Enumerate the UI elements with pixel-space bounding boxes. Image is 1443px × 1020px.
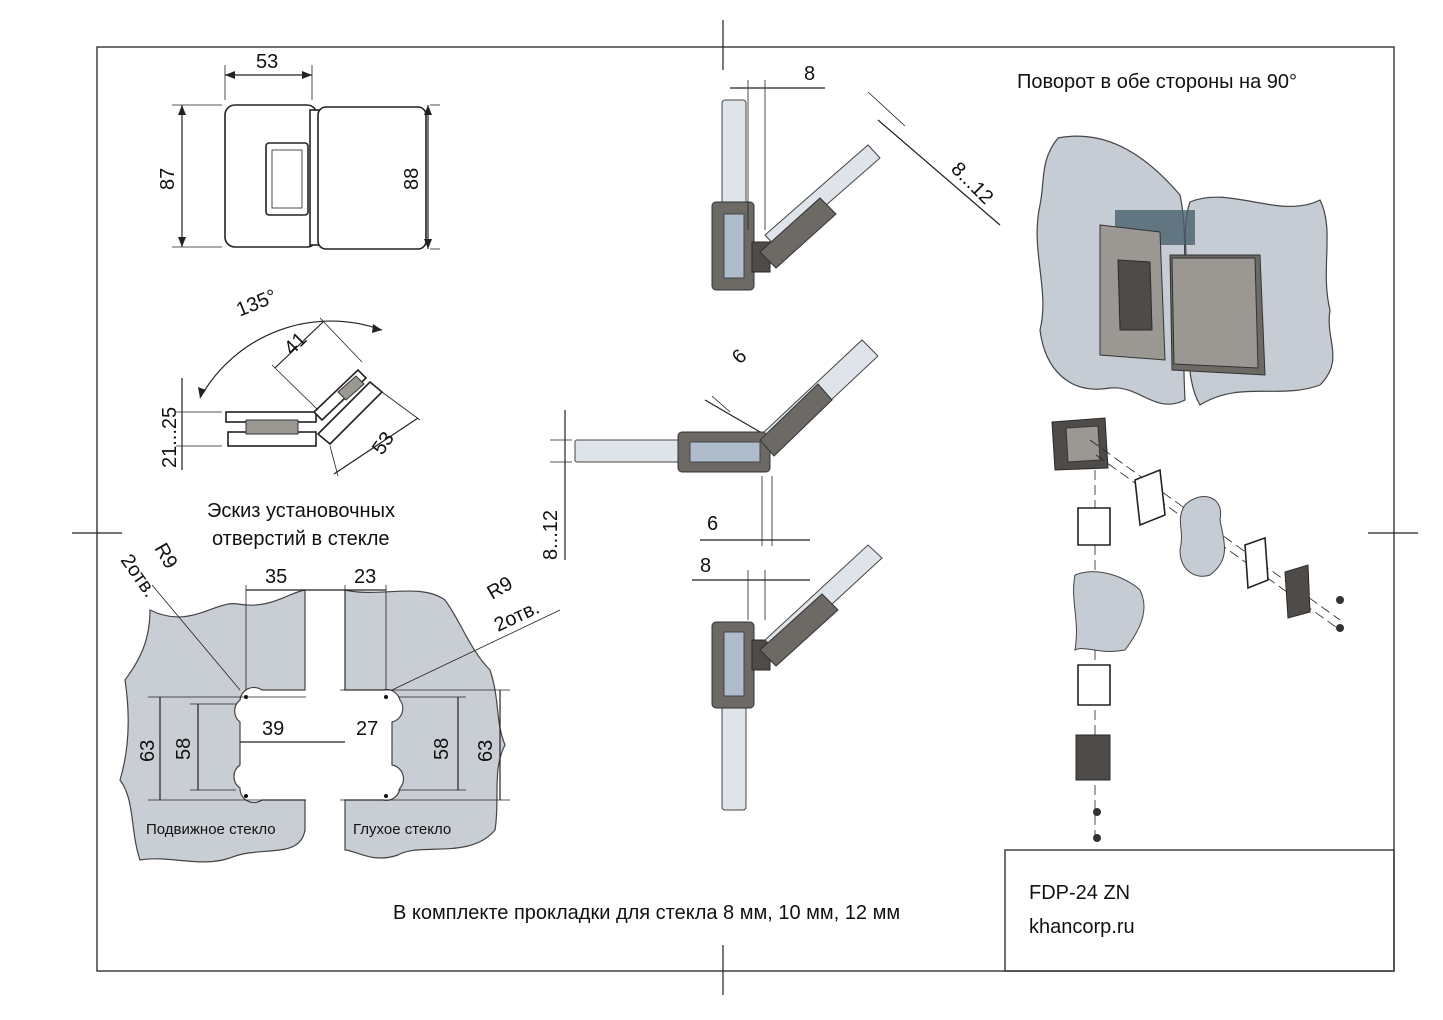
product-code: FDP-24 ZN [1029,882,1130,904]
rotation-note: Поворот в обе стороны на 90° [1017,71,1297,93]
left-caption: Подвижное стекло [146,821,276,838]
dim-left-offset: 35 [265,566,287,588]
dim-length-top: 41 [280,328,311,359]
side-view-bottom: 8 [692,544,883,811]
dim-top-gap: 8 [804,63,815,85]
title-block: FDP-24 ZN khancorp.ru [1004,849,1395,972]
sketch-title-line2: отверстий в стекле [212,528,390,550]
dim-right-holes: 58 [431,738,453,760]
dim-angle: 135° [233,285,280,321]
side-view-middle: 6 6 8...12 [540,339,879,560]
dim-left-outer: 63 [137,740,159,762]
dim-middle-gap-top: 6 [728,345,751,368]
dim-bottom-gap: 8 [700,555,711,577]
glass-fixed-panel: 63 58 23 27 R9 2отв. Глухое стекло [312,566,561,859]
right-caption: Глухое стекло [353,821,451,838]
dim-left-holes: 58 [173,738,195,760]
dim-height-left: 87 [157,168,179,190]
dim-right-outer: 63 [475,740,497,762]
dim-right-width: 27 [356,718,378,740]
left-radius: R9 [150,540,182,573]
hinge-3d-view [1036,135,1334,406]
dim-width: 53 [256,51,278,73]
dim-glass-range-left: 8...12 [540,510,562,560]
dim-left-width: 39 [262,718,284,740]
glass-moving-panel: 63 58 35 39 R9 2отв. Подвижное стекло [116,540,345,863]
side-view-top: 8 8...12 [711,63,1001,291]
gasket-note: В комплекте прокладки для стекла 8 мм, 1… [393,902,900,924]
dim-length-side: 53 [368,428,399,459]
hinge-front-view: 53 87 88 [157,51,440,250]
sketch-title-line1: Эскиз установочных [207,500,395,522]
website: khancorp.ru [1029,916,1135,938]
hinge-angle-view: 135° 41 53 21...25 [159,285,421,477]
right-radius: R9 [484,572,517,604]
dim-middle-gap-bottom: 6 [707,513,718,535]
drawing-frame [72,20,1418,995]
dim-thickness: 21...25 [159,407,181,468]
dim-height-right: 88 [401,168,423,190]
dim-right-offset: 23 [354,566,376,588]
hinge-exploded-view [1051,417,1344,845]
